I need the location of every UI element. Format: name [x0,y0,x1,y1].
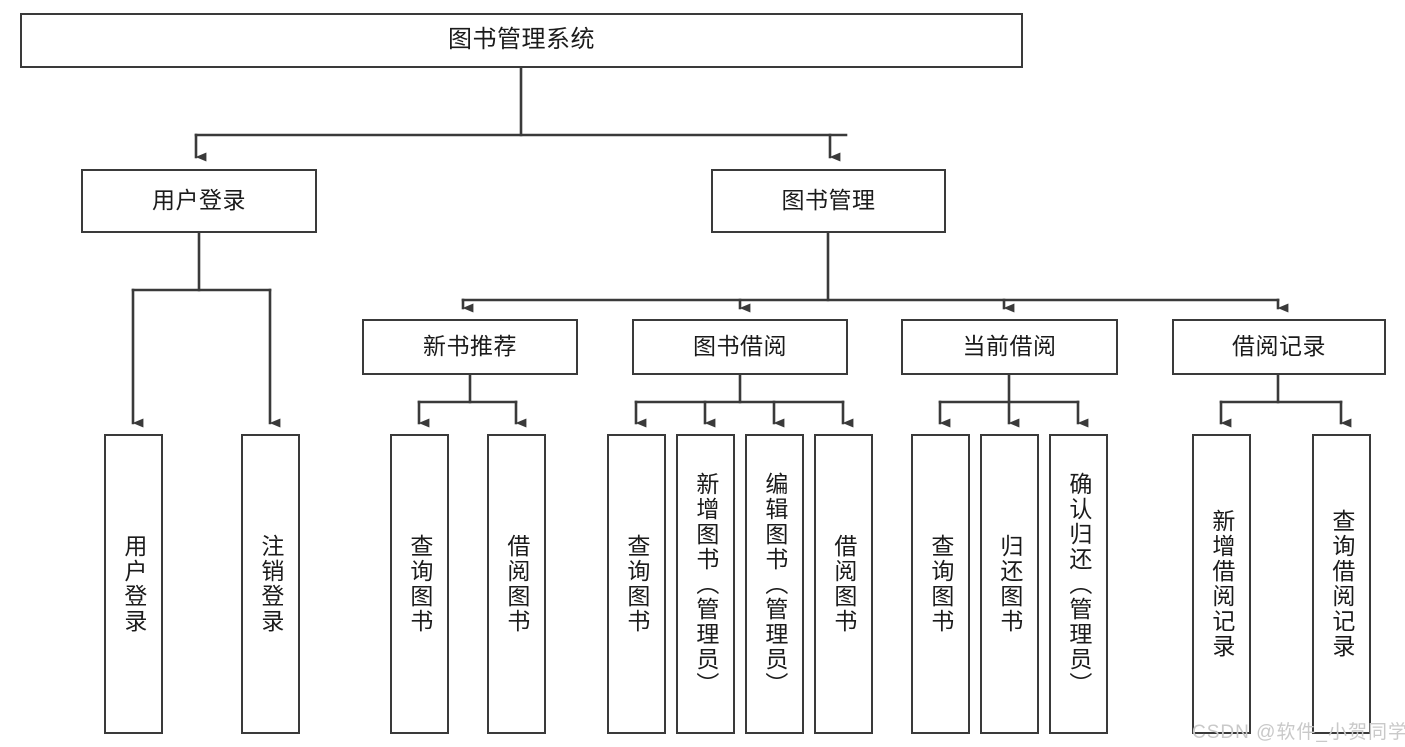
node-user-login[interactable]: 用户登录 [81,169,317,233]
leaf-current-borrow-return[interactable]: 归还图书 [980,434,1039,734]
leaf-current-borrow-query[interactable]: 查询图书 [911,434,970,734]
leaf-borrow-record-query-label: 查询借阅记录 [1328,509,1355,659]
leaf-book-borrow-borrow-label: 借阅图书 [830,534,857,634]
leaf-borrow-record-add[interactable]: 新增借阅记录 [1192,434,1251,734]
leaf-current-borrow-query-label: 查询图书 [927,534,954,634]
leaf-new-book-query[interactable]: 查询图书 [390,434,449,734]
leaf-user-login-login-label: 用户登录 [120,534,147,634]
leaf-book-borrow-edit[interactable]: 编辑图书（管理员） [745,434,804,734]
leaf-book-borrow-edit-label: 编辑图书（管理员） [761,471,788,697]
leaf-book-borrow-add[interactable]: 新增图书（管理员） [676,434,735,734]
node-borrow-record-label: 借阅记录 [1232,333,1326,360]
leaf-current-borrow-confirm[interactable]: 确认归还（管理员） [1049,434,1108,734]
node-borrow-record[interactable]: 借阅记录 [1172,319,1386,375]
leaf-new-book-borrow[interactable]: 借阅图书 [487,434,546,734]
csdn-watermark: CSDN @软件_小贺同学 [1192,722,1405,743]
node-root-label: 图书管理系统 [448,26,595,54]
node-book-manage-label: 图书管理 [781,187,876,214]
node-new-book-recommend-label: 新书推荐 [423,333,517,360]
node-book-manage[interactable]: 图书管理 [711,169,946,233]
leaf-user-login-logout-label: 注销登录 [257,534,284,634]
leaf-new-book-query-label: 查询图书 [406,534,433,634]
leaf-user-login-logout[interactable]: 注销登录 [241,434,300,734]
node-user-login-label: 用户登录 [152,187,246,214]
leaf-book-borrow-borrow[interactable]: 借阅图书 [814,434,873,734]
leaf-borrow-record-add-label: 新增借阅记录 [1208,509,1235,659]
node-book-borrow-label: 图书借阅 [693,333,787,360]
node-book-borrow[interactable]: 图书借阅 [632,319,848,375]
node-root[interactable]: 图书管理系统 [20,13,1023,68]
node-new-book-recommend[interactable]: 新书推荐 [362,319,578,375]
leaf-user-login-login[interactable]: 用户登录 [104,434,163,734]
node-current-borrow-label: 当前借阅 [962,333,1057,360]
leaf-book-borrow-query[interactable]: 查询图书 [607,434,666,734]
leaf-book-borrow-add-label: 新增图书（管理员） [692,471,719,697]
leaf-borrow-record-query[interactable]: 查询借阅记录 [1312,434,1371,734]
leaf-current-borrow-return-label: 归还图书 [996,534,1023,634]
leaf-current-borrow-confirm-label: 确认归还（管理员） [1065,471,1092,697]
leaf-book-borrow-query-label: 查询图书 [623,534,650,634]
node-current-borrow[interactable]: 当前借阅 [901,319,1118,375]
leaf-new-book-borrow-label: 借阅图书 [503,534,530,634]
